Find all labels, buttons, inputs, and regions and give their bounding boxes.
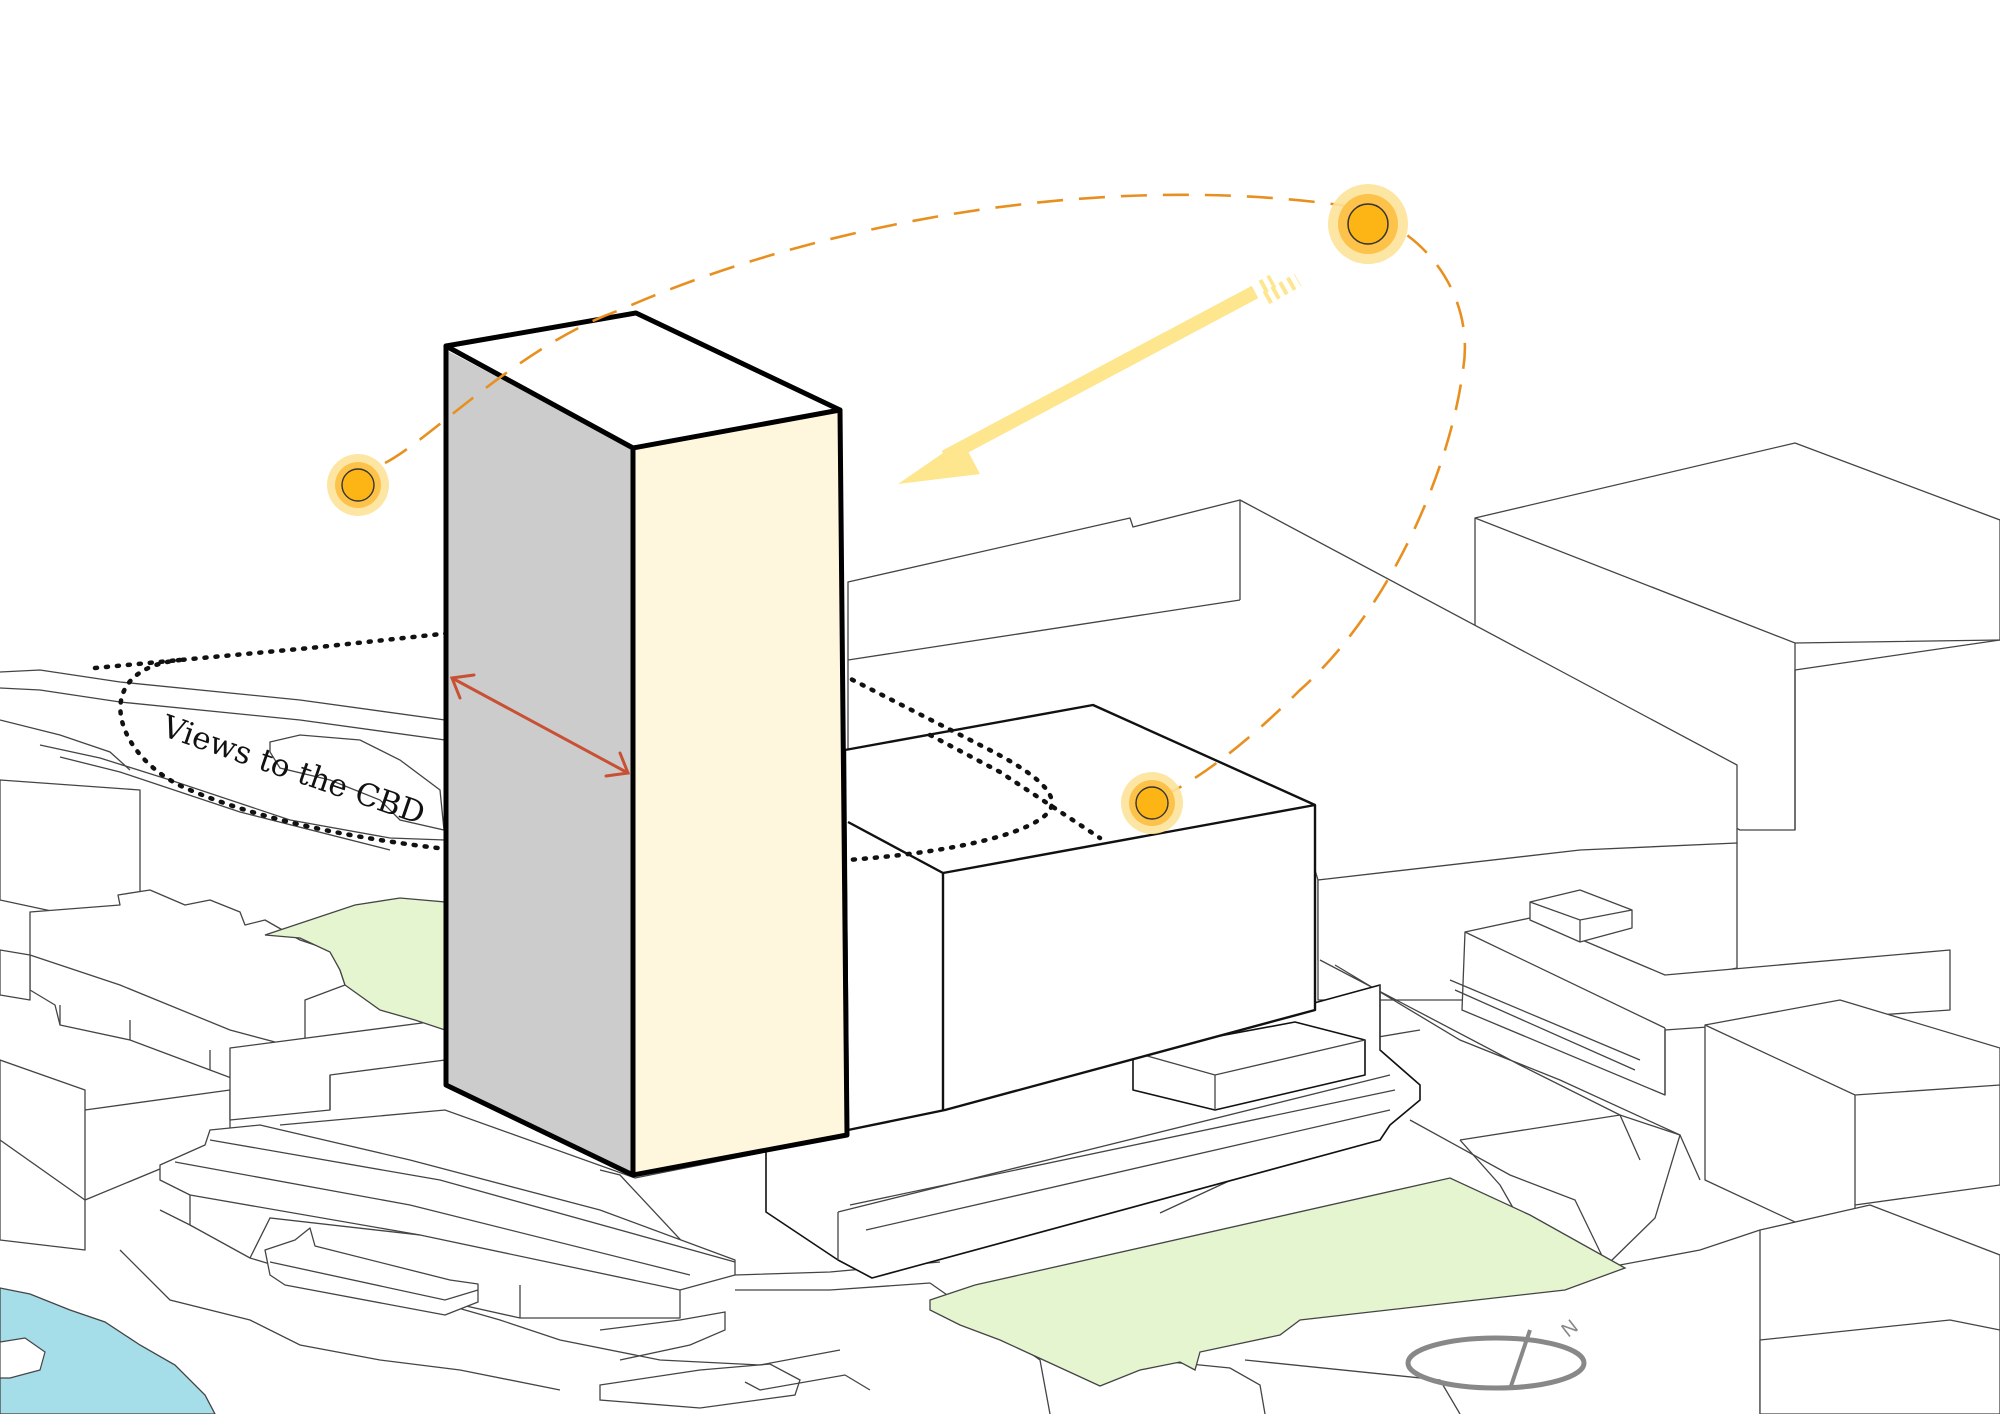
view-arc-right (927, 732, 1103, 841)
station-base (159, 1124, 736, 1319)
tower (443, 310, 850, 1178)
tower-lit-face (633, 410, 847, 1175)
green-space-left (264, 897, 446, 1031)
sun-icon (1328, 184, 1408, 264)
podium-buildings (765, 703, 1421, 1279)
water-body (0, 1287, 216, 1414)
green-spaces (264, 897, 1627, 1387)
tower-roof (446, 313, 840, 448)
tower-shaded-face (446, 350, 633, 1175)
views-to-cbd-label: Views to the CBD (156, 708, 429, 832)
tower-width-arrow (449, 673, 631, 778)
sun-icon (327, 454, 389, 516)
sun-icon (1121, 772, 1183, 834)
green-space-right (929, 1177, 1627, 1387)
sun-path (327, 184, 1467, 834)
north-label: N (1558, 1316, 1583, 1342)
view-arc-upper (92, 629, 463, 671)
sun-ray-arrow (898, 273, 1302, 484)
north-compass-icon: N (1405, 1316, 1587, 1391)
